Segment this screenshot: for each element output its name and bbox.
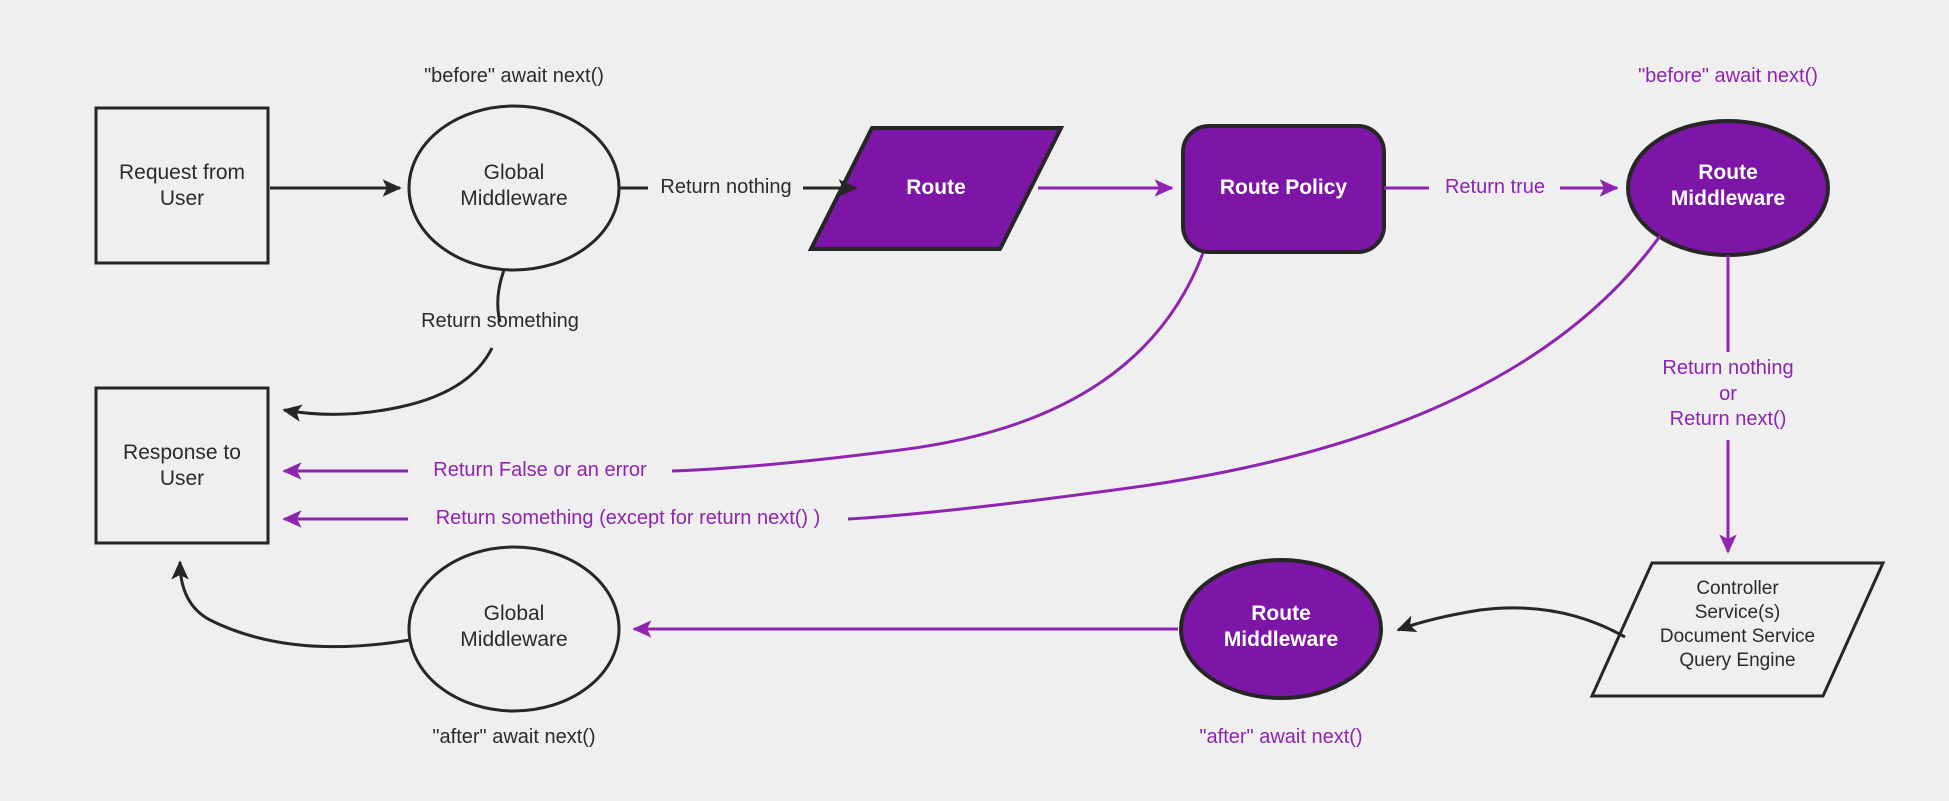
node-route-policy xyxy=(1181,124,1386,254)
edge-controller-to-route-middleware-bottom xyxy=(1396,606,1626,639)
node-response-to-user xyxy=(94,386,270,545)
node-global-middleware-bottom xyxy=(407,545,621,713)
node-route xyxy=(807,126,1065,251)
edge-global-middleware-bottom-to-response xyxy=(171,560,411,649)
node-route-middleware-top xyxy=(1626,119,1830,257)
node-global-middleware-top xyxy=(407,104,621,272)
edge-route-policy-to-response-curve xyxy=(671,252,1205,473)
node-request-from-user xyxy=(94,106,270,265)
edge-global-middleware-to-response-seg2 xyxy=(282,347,494,422)
node-controller-stack xyxy=(1589,561,1886,698)
edge-global-middleware-to-response-seg1 xyxy=(496,269,506,323)
node-route-middleware-bottom xyxy=(1179,558,1383,700)
edge-route-middleware-to-response-curve xyxy=(847,235,1662,521)
